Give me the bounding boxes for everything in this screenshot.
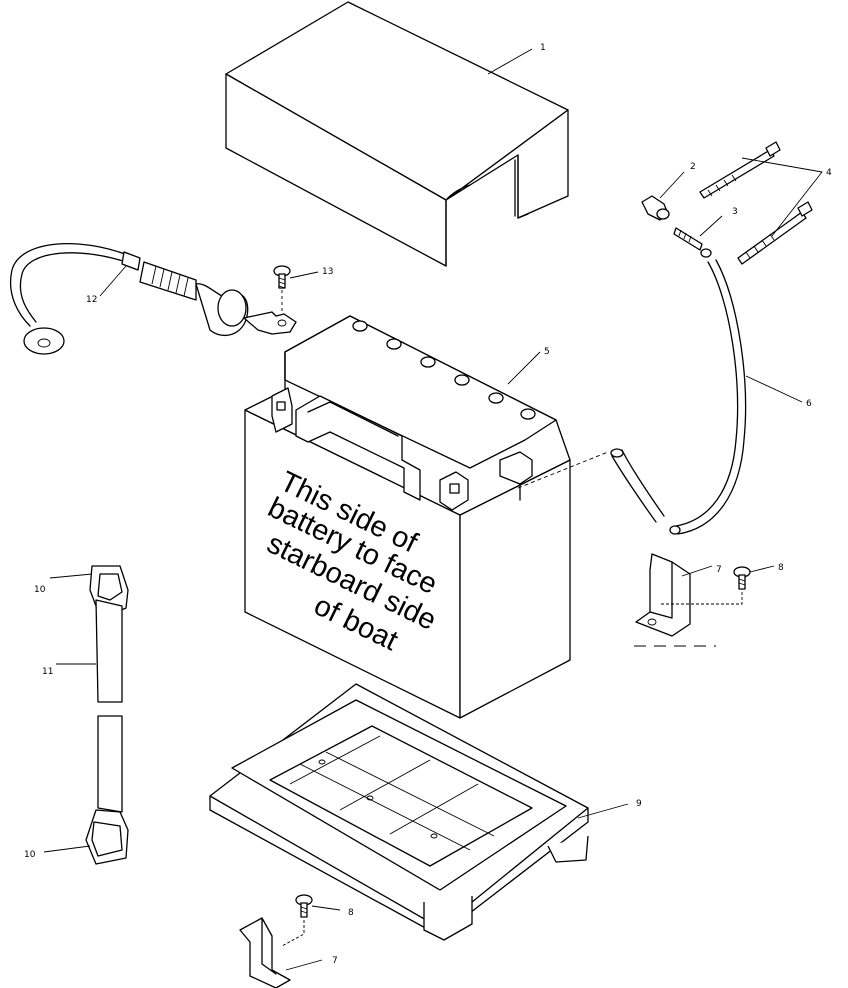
battery-vent-caps bbox=[352, 320, 536, 420]
vent-hose bbox=[610, 448, 665, 523]
callout-13: 13 bbox=[322, 267, 333, 277]
callout-1: 1 bbox=[540, 43, 546, 53]
battery: This side of battery to face starboard s… bbox=[244, 315, 609, 719]
callout-7-lower: 7 bbox=[332, 956, 338, 966]
leader-line-12 bbox=[99, 265, 127, 297]
leader-line-5 bbox=[507, 351, 541, 385]
strap-buckle-lower bbox=[85, 809, 129, 865]
callout-8-upper: 8 bbox=[778, 563, 784, 573]
leader-line-3 bbox=[699, 215, 723, 237]
callout-3: 3 bbox=[732, 207, 738, 217]
terminal-screw bbox=[273, 265, 291, 314]
leader-line-10a bbox=[49, 573, 93, 579]
callout-10-lower: 10 bbox=[24, 850, 36, 860]
leader-line-10b bbox=[43, 845, 91, 853]
positive-cable bbox=[669, 259, 747, 535]
callout-11: 11 bbox=[42, 667, 53, 677]
callout-9: 9 bbox=[636, 799, 642, 809]
callout-6: 6 bbox=[806, 399, 812, 409]
leader-line-7b bbox=[285, 959, 323, 971]
bolt-lower bbox=[737, 201, 813, 265]
callout-2: 2 bbox=[690, 162, 696, 172]
callout-4: 4 bbox=[826, 168, 832, 178]
negative-cable bbox=[10, 243, 297, 355]
battery-terminal-negative bbox=[271, 387, 293, 433]
callout-5: 5 bbox=[544, 347, 550, 357]
bolt-upper bbox=[699, 141, 781, 199]
callout-10-upper: 10 bbox=[34, 585, 46, 595]
leader-line-6 bbox=[745, 375, 803, 403]
leader-line-2 bbox=[659, 171, 685, 199]
callout-7-upper: 7 bbox=[716, 565, 722, 575]
battery-cover bbox=[225, 1, 569, 267]
fuse-holder bbox=[673, 227, 712, 258]
leader-line-4 bbox=[741, 157, 823, 237]
leader-line-13 bbox=[289, 271, 319, 279]
battery-terminal-positive bbox=[439, 471, 469, 511]
leader-line-7a bbox=[681, 565, 713, 577]
leader-line-1 bbox=[487, 48, 533, 75]
leader-line-9 bbox=[577, 803, 629, 819]
terminal-cap bbox=[641, 195, 670, 221]
callout-8-lower: 8 bbox=[348, 908, 354, 918]
strap-body bbox=[95, 599, 123, 813]
battery-tray bbox=[209, 683, 589, 941]
bracket-bolt-lower bbox=[281, 894, 313, 947]
leader-line-8a bbox=[749, 565, 775, 573]
leader-line-8b bbox=[311, 905, 341, 911]
hold-down-bracket-lower bbox=[239, 917, 291, 988]
bracket-bolt-upper bbox=[660, 566, 751, 605]
hold-down-bracket-upper bbox=[635, 553, 691, 637]
callout-12: 12 bbox=[86, 295, 97, 305]
